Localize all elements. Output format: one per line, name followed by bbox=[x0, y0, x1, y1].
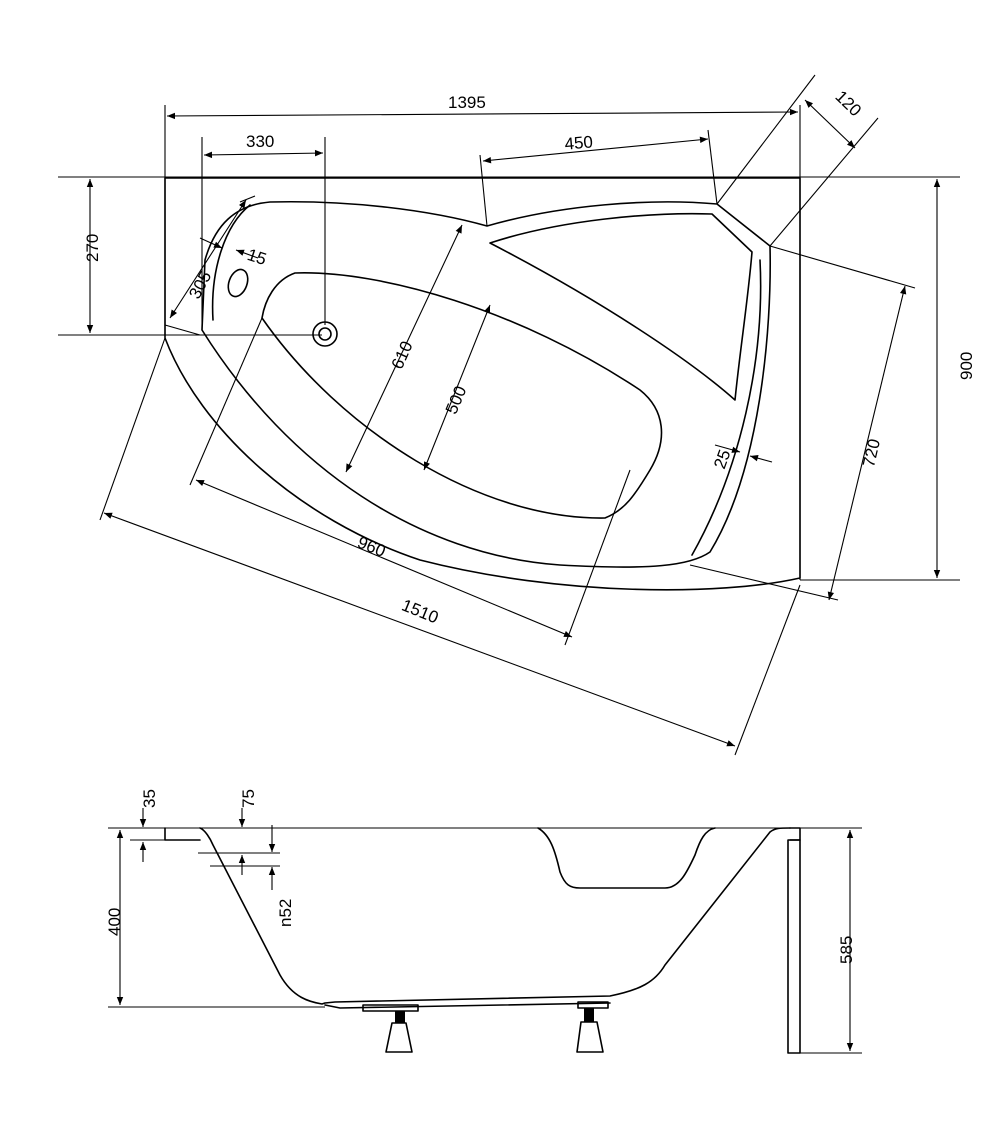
basin-right-extension bbox=[564, 469, 631, 646]
section-view: 35 75 n52 400 585 bbox=[105, 789, 862, 1054]
drain-inner bbox=[318, 327, 332, 341]
dim-line-15 bbox=[199, 237, 223, 249]
dim-line-305 bbox=[169, 199, 247, 319]
chamfer-upper-extension bbox=[716, 74, 816, 205]
dim-line-720 bbox=[827, 285, 907, 601]
leg-right bbox=[576, 1001, 609, 1053]
label-overflow-offset: 75 bbox=[239, 789, 258, 808]
plan-view: 1395 330 450 120 270 305 15 610 500 25 7… bbox=[58, 74, 976, 756]
dim-line-330 bbox=[203, 149, 324, 159]
dim-line-610 bbox=[345, 224, 463, 473]
label-overall-width: 1395 bbox=[448, 93, 486, 112]
left-end-extension bbox=[239, 195, 256, 203]
backrest-recess bbox=[489, 212, 753, 401]
chamfer-lower-extension bbox=[769, 117, 879, 247]
label-drain-offset: 330 bbox=[246, 132, 274, 151]
drain-outer bbox=[312, 321, 338, 347]
backrest-right-extension bbox=[707, 129, 718, 205]
dim-line-15b bbox=[235, 249, 259, 259]
leg-left bbox=[362, 1004, 419, 1053]
label-total-height: 585 bbox=[837, 936, 856, 964]
dim-line-960 bbox=[195, 479, 573, 638]
label-corner-chamfer: 120 bbox=[831, 87, 865, 120]
right-side-lower-extension bbox=[689, 564, 839, 601]
label-drain-depth-offset: 270 bbox=[83, 234, 102, 262]
tub-inner-rim bbox=[201, 200, 771, 568]
right-side-upper-extension bbox=[769, 245, 916, 289]
inner-basin bbox=[261, 272, 663, 519]
dim-line-450 bbox=[482, 136, 709, 164]
dim-line-120 bbox=[804, 99, 856, 149]
bottom-left-extension bbox=[99, 337, 166, 521]
basin-left-extension bbox=[189, 317, 263, 486]
tub-outer-rim bbox=[164, 177, 801, 591]
apron-panel bbox=[787, 839, 801, 1054]
backrest-left-extension bbox=[479, 154, 488, 227]
bottom-right-extension bbox=[734, 584, 801, 756]
left-rim-flange bbox=[164, 827, 201, 841]
label-inner-width: 610 bbox=[388, 338, 417, 372]
label-right-side-depth: 720 bbox=[859, 437, 884, 469]
right-side-bevel bbox=[691, 259, 762, 556]
seat-recess bbox=[537, 827, 716, 889]
label-basin-width: 500 bbox=[442, 383, 471, 417]
label-backrest-width: 450 bbox=[564, 132, 594, 153]
left-end-lower-extension bbox=[164, 324, 201, 336]
label-left-end-depth: 305 bbox=[185, 268, 215, 302]
label-basin-length: 960 bbox=[355, 533, 388, 561]
label-basin-depth: 400 bbox=[105, 908, 124, 936]
right-rim-flange bbox=[789, 827, 801, 841]
label-overflow-diameter: n52 bbox=[276, 899, 295, 927]
dim-line-1510 bbox=[103, 512, 736, 747]
label-overall-depth: 900 bbox=[957, 352, 976, 380]
label-left-rim: 15 bbox=[245, 245, 269, 269]
dim-line-25a bbox=[714, 444, 741, 453]
overflow-hole bbox=[227, 268, 249, 298]
tub-bottom-plate bbox=[324, 1002, 611, 1009]
dim-line-25b bbox=[749, 455, 773, 463]
dim-line-500 bbox=[423, 304, 491, 471]
dim-line-1395 bbox=[166, 108, 799, 120]
label-overall-length: 1510 bbox=[399, 596, 441, 628]
tub-section-profile bbox=[199, 827, 791, 1005]
label-rim-thickness: 35 bbox=[140, 789, 159, 808]
